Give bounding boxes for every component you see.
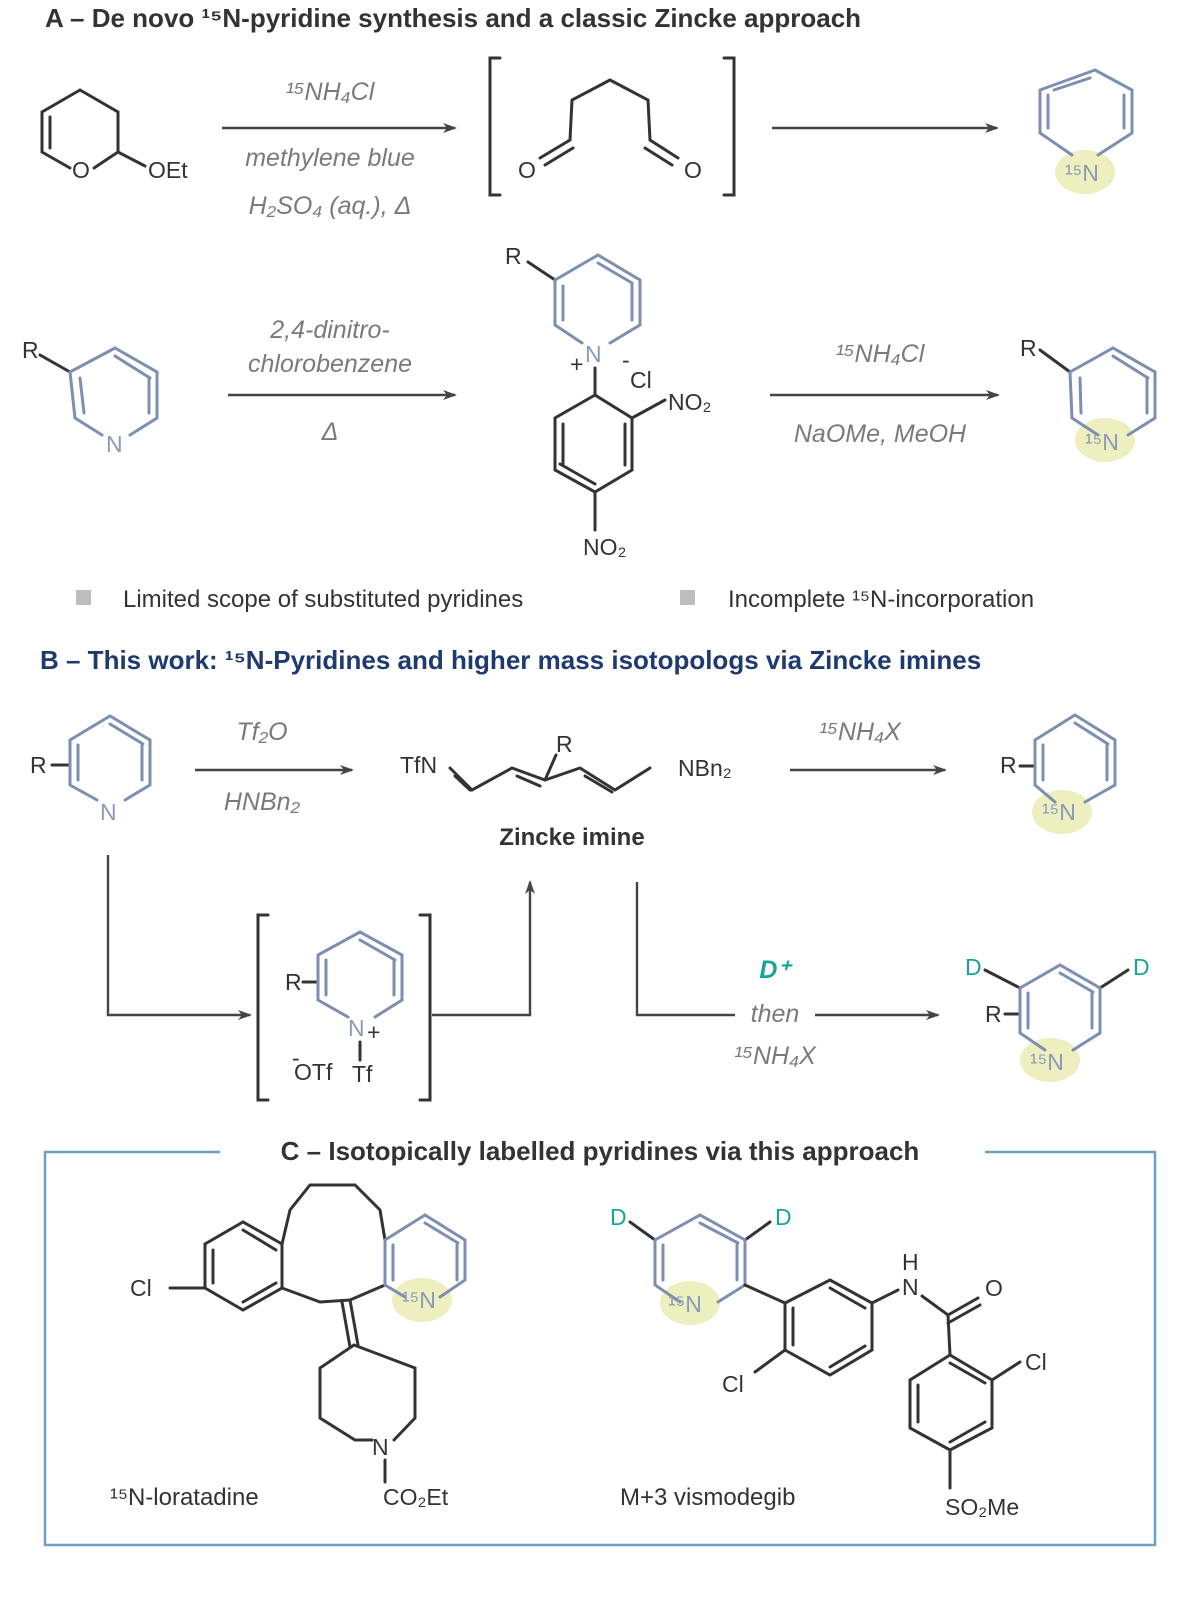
salt-r-group: R: [505, 243, 522, 269]
salt-pyridinium-n: N: [585, 341, 602, 367]
triflyl-pyridinium-intermediate: R N + Tf - OTf: [256, 913, 432, 1102]
product-15n-pyridine: ¹⁵N: [1038, 68, 1134, 194]
loratadine-piperidine-n: N: [372, 1434, 389, 1460]
deuterated-15n-pyridine: D D R ¹⁵N: [965, 954, 1150, 1082]
vismodegib-deuterium-1: D: [610, 1204, 627, 1230]
intermediate-r-group: R: [285, 969, 302, 995]
intermediate-n: N: [348, 1015, 365, 1041]
condition-heat: Δ: [321, 418, 339, 446]
vismodegib-nitrogen-15: ¹⁵N: [668, 1291, 702, 1317]
reagent-dinitro-line1: 2,4-dinitro-: [269, 316, 390, 344]
zincke-imine-label: Zincke imine: [499, 824, 644, 851]
intermediate-otf: OTf: [294, 1059, 333, 1085]
r-group-start: R: [22, 337, 39, 363]
product-nitrogen-15: ¹⁵N: [1065, 160, 1099, 186]
section-c-title: C – Isotopically labelled pyridines via …: [281, 1136, 920, 1166]
section-b-title: B – This work: ¹⁵N-Pyridines and higher …: [40, 645, 981, 675]
deuterated-nitrogen-15: ¹⁵N: [1030, 1049, 1064, 1075]
start-r-group-b: R: [30, 752, 47, 778]
limitation-incorporation: Incomplete ¹⁵N-incorporation: [728, 586, 1034, 613]
reagent-hnbn2: HNBn₂: [224, 788, 301, 816]
salt-minus: -: [622, 347, 630, 373]
reagent-tf2o: Tf₂O: [236, 718, 287, 746]
ring-oxygen: O: [72, 157, 90, 183]
imine-tfn: TfN: [400, 752, 437, 778]
vismodegib-deuterium-2: D: [775, 1204, 792, 1230]
bullet-square-1: [76, 590, 91, 605]
ethoxy-label: OEt: [148, 157, 188, 183]
zincke-imine-structure: TfN R NBn₂: [400, 731, 732, 794]
aldehyde-oxygen-2: O: [684, 157, 702, 183]
path-to-deuterated: [635, 882, 940, 1020]
vismodegib-chlorine-1: Cl: [722, 1371, 744, 1397]
start-pyridine-nitrogen: N: [106, 431, 123, 457]
limitation-scope: Limited scope of substituted pyridines: [123, 586, 523, 613]
intermediate-plus: +: [367, 1019, 380, 1045]
reagent-15nh4cl-a1: ¹⁵NH₄Cl: [286, 78, 376, 106]
loratadine-ester: CO₂Et: [383, 1484, 449, 1510]
section-c-frame: [43, 1150, 1157, 1547]
aldehyde-oxygen-1: O: [518, 157, 536, 183]
deuterium-left: D: [965, 954, 982, 980]
vismodegib-structure: D D ¹⁵N Cl H N O Cl SO₂Me: [610, 1204, 1047, 1520]
vismodegib-carbonyl-o: O: [985, 1275, 1003, 1301]
reagent-15nh4cl-a2: ¹⁵NH₄Cl: [836, 340, 926, 368]
path-to-imine: [432, 880, 535, 1017]
nitro-group-para: NO₂: [583, 534, 626, 560]
intermediate-minus: -: [292, 1045, 300, 1071]
condition-naome-meoh: NaOMe, MeOH: [794, 420, 967, 448]
loratadine-nitrogen-15: ¹⁵N: [402, 1287, 436, 1313]
condition-methylene-blue: methylene blue: [245, 144, 415, 172]
salt-chloride: Cl: [630, 367, 652, 393]
loratadine-structure: Cl ¹⁵N N CO₂Et: [130, 1183, 467, 1510]
deuterium-right: D: [1133, 954, 1150, 980]
product-15n-pyridine-b: R ¹⁵N: [1000, 713, 1117, 834]
then-label: then: [751, 1000, 800, 1028]
vismodegib-name: M+3 vismodegib: [620, 1484, 795, 1511]
product-nitrogen-15-a2: ¹⁵N: [1085, 429, 1119, 455]
salt-plus: +: [570, 351, 583, 377]
imine-nbn2: NBn₂: [678, 755, 732, 781]
reagent-d-plus: D⁺: [759, 956, 793, 984]
condition-acid-heat: H₂SO₄ (aq.), Δ: [249, 192, 412, 220]
zincke-salt: R N + - Cl NO₂ NO₂: [505, 243, 711, 560]
loratadine-chlorine: Cl: [130, 1275, 152, 1301]
reagent-15nh4x-b1: ¹⁵NH₄X: [819, 718, 902, 746]
path-to-pyridinium: [106, 855, 252, 1020]
reagent-15nh4x-b2: ¹⁵NH₄X: [734, 1042, 817, 1070]
vismodegib-chlorine-2: Cl: [1025, 1349, 1047, 1375]
vismodegib-sulfonyl: SO₂Me: [945, 1494, 1019, 1520]
vismodegib-amide-n: N: [902, 1274, 919, 1300]
nitro-group-ortho: NO₂: [668, 389, 711, 415]
start-nitrogen-b: N: [100, 799, 117, 825]
product-r-group-b: R: [1000, 752, 1017, 778]
reagent-dinitro-line2: chlorobenzene: [248, 350, 412, 378]
vismodegib-amide-h: H: [902, 1249, 919, 1275]
loratadine-name: ¹⁵N-loratadine: [110, 1484, 259, 1511]
imine-r-group: R: [556, 731, 573, 757]
dialdehyde-intermediate: O O: [488, 56, 736, 197]
deuterated-r-group: R: [985, 1001, 1002, 1027]
bullet-square-2: [680, 590, 695, 605]
section-a-title: A – De novo ¹⁵N-pyridine synthesis and a…: [45, 3, 861, 33]
product-r-group: R: [1020, 335, 1037, 361]
dihydropyran-structure: O OEt: [40, 88, 188, 183]
product-substituted-15n-pyridine: R ¹⁵N: [1020, 335, 1157, 462]
intermediate-tf: Tf: [352, 1061, 373, 1087]
substituted-pyridine-start: R N: [22, 337, 159, 457]
product-nitrogen-15-b: ¹⁵N: [1042, 799, 1076, 825]
pyridine-start-b: R N: [30, 714, 152, 825]
